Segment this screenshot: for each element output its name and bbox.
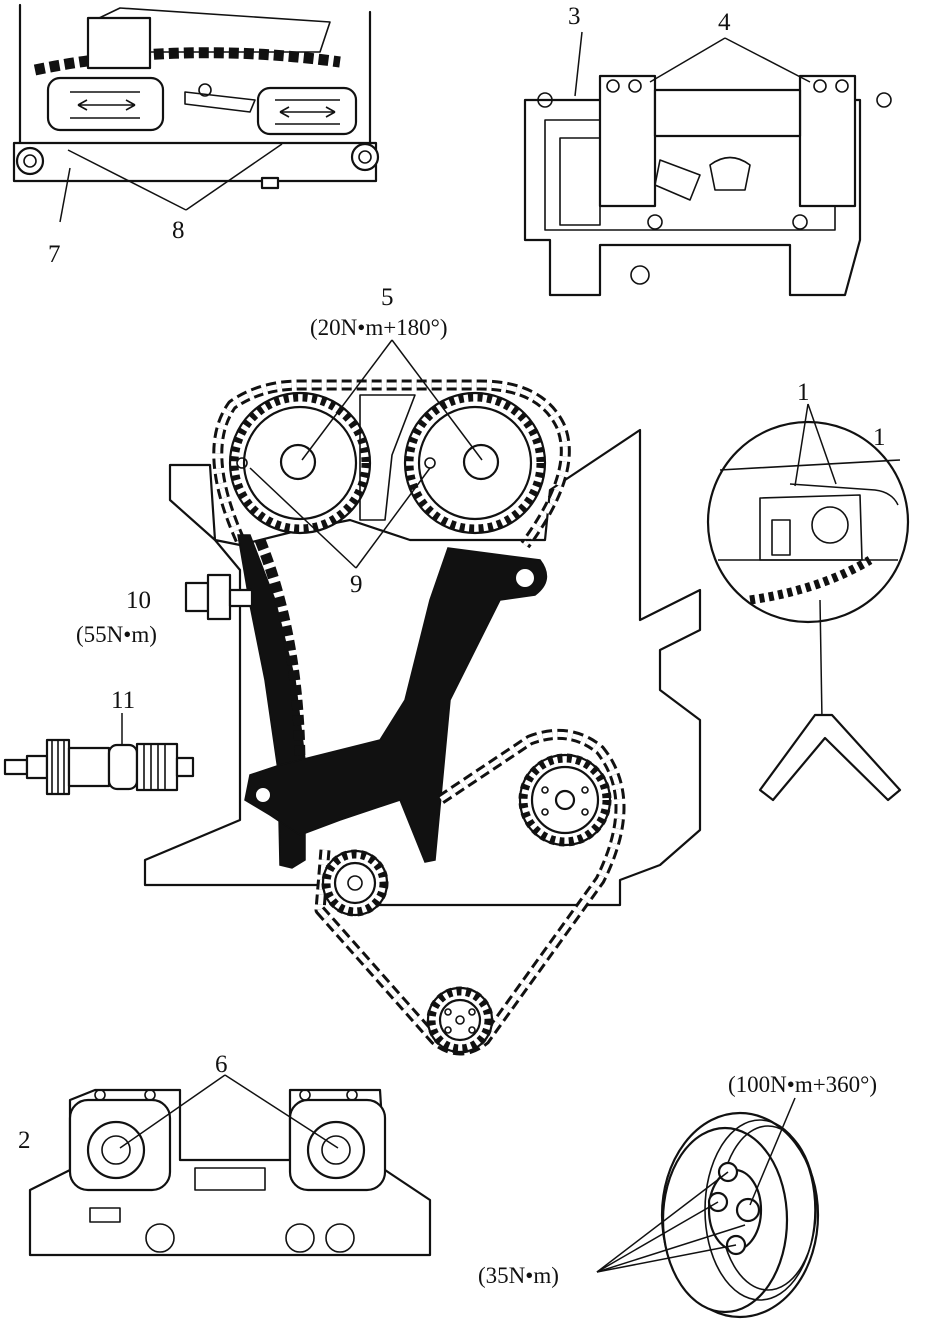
tensioner-tool bbox=[3, 713, 195, 796]
idler-sprocket bbox=[321, 849, 389, 917]
label-4: 4 bbox=[718, 9, 731, 36]
label-5: 5 bbox=[381, 284, 394, 311]
crankshaft-pulley-inset bbox=[596, 1097, 820, 1319]
exhaust-camshaft-sprocket bbox=[403, 391, 547, 535]
label-3: 3 bbox=[568, 3, 581, 30]
label-8: 8 bbox=[172, 217, 185, 244]
camshaft-locking-tool-inset bbox=[12, 3, 380, 223]
label-1b: 1 bbox=[873, 424, 886, 451]
adjuster-left bbox=[46, 76, 165, 132]
label-9: 9 bbox=[350, 571, 363, 598]
callout-labels: 3 4 7 8 5 1 1 9 10 11 6 2 (20N•m+180°) (… bbox=[18, 3, 886, 1288]
adjuster-right bbox=[256, 86, 358, 136]
locking-tool-bar bbox=[12, 141, 380, 190]
torque-camshaft-bolts: (20N•m+180°) bbox=[310, 315, 448, 340]
label-6: 6 bbox=[215, 1051, 228, 1078]
label-10: 10 bbox=[126, 587, 151, 614]
intermediate-sprocket bbox=[518, 753, 612, 847]
label-7: 7 bbox=[48, 241, 61, 268]
label-1a: 1 bbox=[797, 379, 810, 406]
timing-chain-assembly bbox=[143, 339, 702, 1056]
label-2: 2 bbox=[18, 1127, 31, 1154]
chain-tensioner-bolt bbox=[184, 573, 254, 621]
crank-locking-pin-inset bbox=[706, 403, 910, 802]
camshaft-caps-inset bbox=[28, 1074, 432, 1257]
crankshaft-sprocket bbox=[426, 986, 494, 1054]
torque-crank-center-bolt: (100N•m+360°) bbox=[728, 1072, 877, 1097]
chain-guide-rail bbox=[244, 547, 548, 863]
torque-tensioner: (55N•m) bbox=[76, 622, 157, 647]
camshaft-holder-inset bbox=[523, 31, 892, 297]
label-11: 11 bbox=[111, 687, 135, 714]
intake-camshaft-sprocket bbox=[228, 391, 372, 535]
torque-pulley-bolts: (35N•m) bbox=[478, 1263, 559, 1288]
